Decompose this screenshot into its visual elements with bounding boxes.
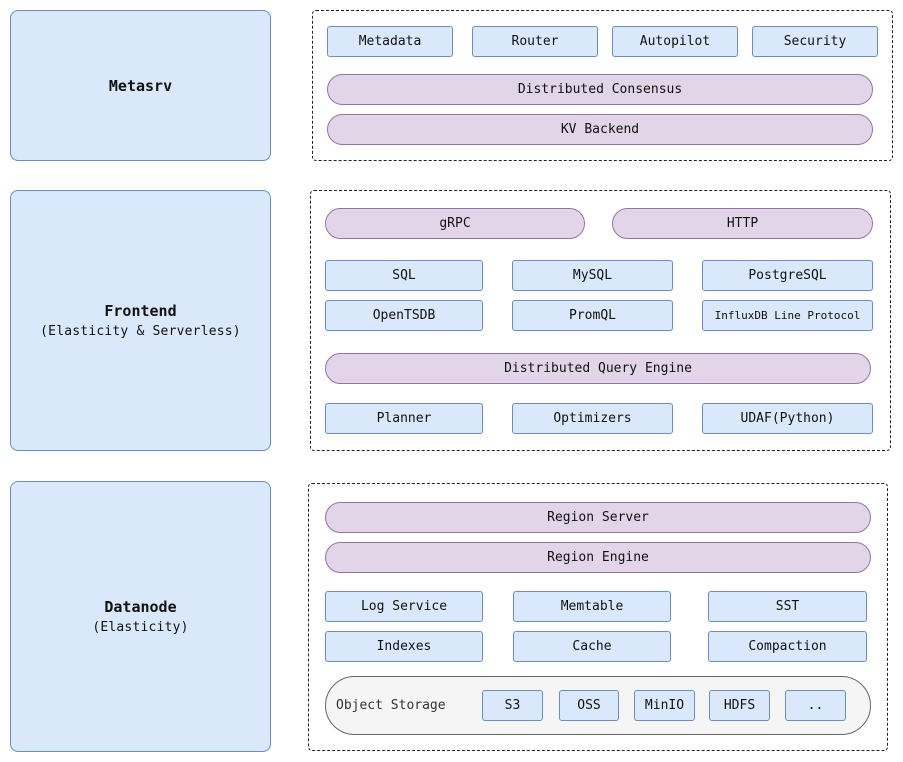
distributed-consensus-bar: Distributed Consensus [327, 74, 873, 105]
kv-backend-bar: KV Backend [327, 114, 873, 145]
s3-box: S3 [482, 690, 543, 721]
metasrv-group [312, 10, 893, 161]
frontend-subtitle: (Elasticity & Serverless) [40, 324, 241, 339]
metadata-box: Metadata [327, 26, 453, 57]
influxdb-line-protocol-box: InfluxDB Line Protocol [702, 300, 873, 331]
cache-box: Cache [513, 631, 671, 662]
http-bar: HTTP [612, 208, 873, 239]
region-engine-bar: Region Engine [325, 542, 871, 573]
router-box: Router [472, 26, 598, 57]
udaf-python-box: UDAF(Python) [702, 403, 873, 434]
mysql-box: MySQL [512, 260, 673, 291]
autopilot-box: Autopilot [612, 26, 738, 57]
object-storage-label: Object Storage [336, 698, 446, 713]
postgresql-box: PostgreSQL [702, 260, 873, 291]
planner-box: Planner [325, 403, 483, 434]
optimizers-box: Optimizers [512, 403, 673, 434]
log-service-box: Log Service [325, 591, 483, 622]
frontend-group [310, 190, 891, 451]
sst-box: SST [708, 591, 867, 622]
promql-box: PromQL [512, 300, 673, 331]
distributed-query-engine-bar: Distributed Query Engine [325, 353, 871, 384]
compaction-box: Compaction [708, 631, 867, 662]
frontend-title: Frontend [104, 302, 177, 320]
security-box: Security [752, 26, 878, 57]
metasrv-layer: Metasrv [10, 10, 271, 161]
metasrv-title: Metasrv [108, 76, 173, 95]
oss-box: OSS [559, 690, 619, 721]
opentsdb-box: OpenTSDB [325, 300, 483, 331]
hdfs-box: HDFS [709, 690, 770, 721]
minio-box: MinIO [634, 690, 695, 721]
sql-box: SQL [325, 260, 483, 291]
more-storage-box: .. [785, 690, 846, 721]
frontend-layer: Frontend (Elasticity & Serverless) [10, 190, 271, 451]
region-server-bar: Region Server [325, 502, 871, 533]
grpc-bar: gRPC [325, 208, 585, 239]
indexes-box: Indexes [325, 631, 483, 662]
datanode-title: Datanode [104, 598, 177, 616]
datanode-subtitle: (Elasticity) [92, 620, 189, 635]
datanode-group [308, 483, 888, 751]
datanode-layer: Datanode (Elasticity) [10, 481, 271, 752]
memtable-box: Memtable [513, 591, 671, 622]
